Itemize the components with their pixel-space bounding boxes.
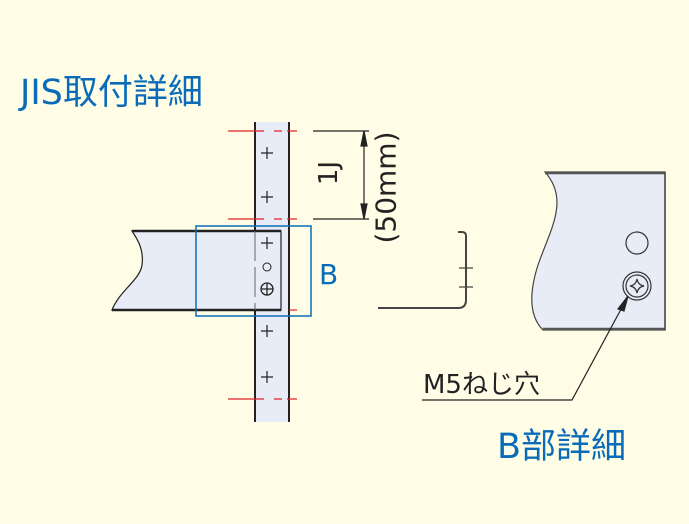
pitch-dimension (313, 130, 369, 220)
pitch-dash-lines (228, 130, 297, 400)
leader-line (422, 295, 629, 401)
m5-screw-hole-icon (622, 271, 652, 301)
page-title: JIS取付詳細 (20, 73, 203, 113)
hole-icon (262, 262, 272, 272)
screw-icon (260, 282, 274, 296)
rail-hole-marks (261, 147, 273, 383)
detail-b-panel (531, 171, 666, 331)
detail-b-marker-box (195, 225, 312, 317)
pitch-label: 1J (314, 160, 345, 186)
pitch-mm-label: (50mm) (369, 131, 403, 244)
screw-hole-label: M5ねじ穴 (423, 370, 540, 400)
hole-icon (625, 231, 649, 255)
detail-b-title: B部詳細 (497, 427, 627, 467)
detail-b-marker-label: B (319, 258, 339, 291)
